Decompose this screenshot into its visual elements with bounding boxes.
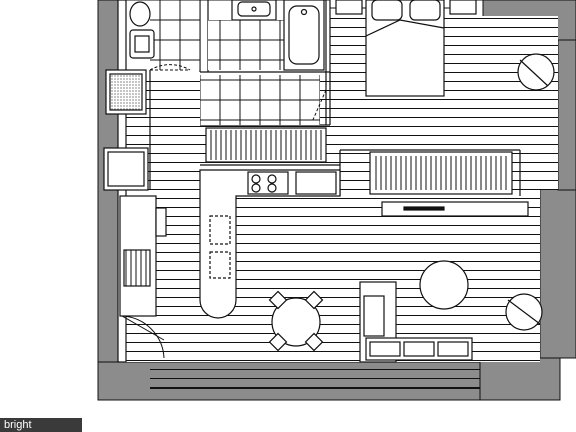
dining-table-icon bbox=[268, 290, 324, 352]
bathtub-icon bbox=[283, 0, 325, 71]
closet bbox=[205, 127, 513, 195]
bathroom-door-swing bbox=[149, 64, 191, 71]
washer-icon bbox=[105, 69, 147, 115]
sink-icon bbox=[231, 0, 277, 21]
kitchen-peninsula bbox=[199, 169, 341, 319]
watermark-logo: bright bbox=[0, 418, 82, 432]
bathroom bbox=[129, 0, 327, 125]
living-floor bbox=[120, 190, 540, 390]
sofa-icon bbox=[359, 281, 473, 363]
coffee-table-icon bbox=[419, 260, 469, 310]
kitchen-sink-icon bbox=[209, 215, 231, 245]
toilet-icon bbox=[129, 1, 155, 59]
tv-console bbox=[381, 201, 529, 217]
dryer-icon bbox=[103, 147, 149, 191]
nightstand-icon bbox=[335, 0, 477, 15]
bed-icon bbox=[365, 0, 445, 97]
bathroom-door-swing-2 bbox=[311, 89, 327, 123]
accent-chair-icon bbox=[505, 293, 543, 331]
armchair-icon bbox=[517, 53, 555, 91]
entry-door bbox=[121, 315, 165, 359]
kitchen bbox=[119, 169, 341, 319]
cooktop-icon bbox=[247, 171, 289, 195]
